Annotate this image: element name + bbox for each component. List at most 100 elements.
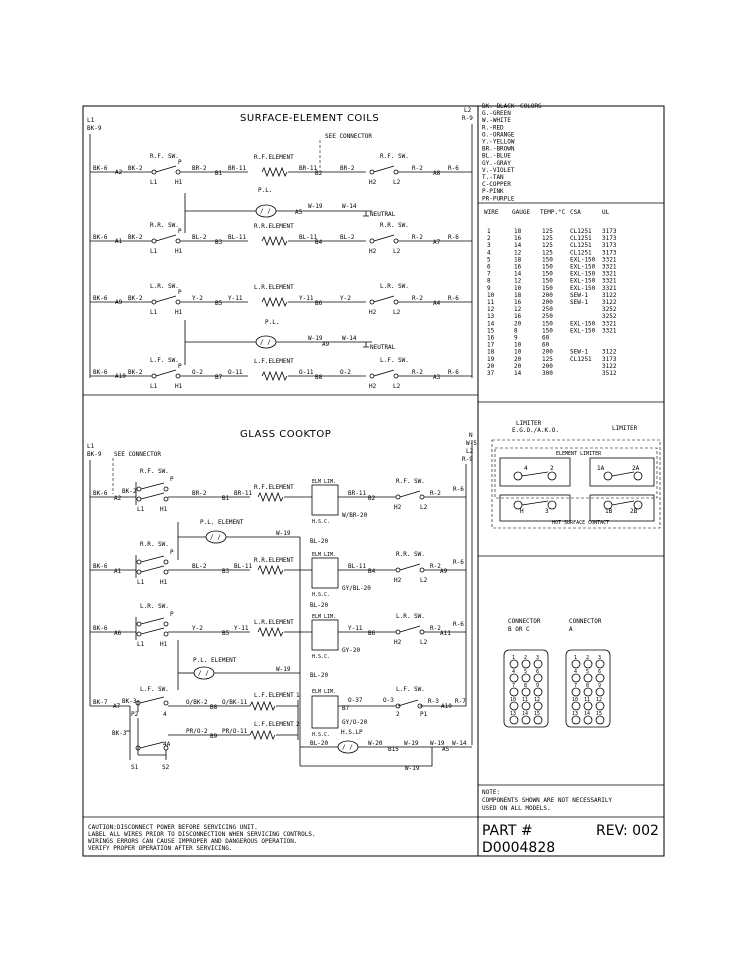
glass-pl-element-label: P.L. ELEMENT: [200, 519, 244, 526]
wire-table-cell: 11: [487, 299, 495, 306]
glass-bl20-label-1: BL-20: [310, 538, 328, 545]
glass-lf-a7: A7: [113, 703, 121, 710]
row-right-wire-out: R-6: [448, 295, 459, 302]
wire-table-cell: 150: [542, 320, 553, 327]
connector-pin-label: 9: [598, 683, 601, 689]
wire-table-cell: 16: [514, 235, 522, 242]
glass-lf-b15: B15: [388, 746, 399, 753]
connector-a-title: CONNECTOR: [569, 618, 602, 625]
wire-table-cell: 12: [514, 278, 522, 285]
glass-lf-element-2: L.F.ELEMENT: [254, 721, 294, 728]
row-h2: H2: [369, 179, 377, 186]
wire-table-cell: 13: [487, 313, 495, 320]
glass-lf-o3: O-3: [383, 697, 394, 704]
glass-row-a-term: A11: [440, 630, 451, 637]
wire-table-cell: 3321: [602, 256, 617, 263]
glass-w19-label: W-19: [276, 530, 291, 537]
glass-lf-elm-lim: ELM LIM.: [312, 689, 336, 695]
glass-lf-w14: W-14: [452, 740, 467, 747]
connector-pin: [533, 673, 543, 683]
glass-row-b-term-2: B2: [368, 495, 376, 502]
glass-row-h2: H2: [394, 504, 402, 511]
glass-see-connector: SEE CONNECTOR: [114, 451, 161, 458]
row-right-wire: BL-2: [340, 234, 355, 241]
wire-table-cell: 12: [514, 249, 522, 256]
limiter-term-3: 3: [545, 508, 549, 515]
row-left-term: A9: [115, 299, 123, 306]
row-right-wire-2: R-2: [412, 369, 423, 376]
row-p: P: [178, 159, 182, 166]
connector-pin: [583, 715, 593, 725]
glass-row-element-label: R.R.ELEMENT: [254, 557, 294, 564]
row-h2: H2: [369, 248, 377, 255]
limiter-term-2b: 2B: [630, 508, 638, 515]
glass-lf-r3: R-3: [428, 698, 439, 705]
glass-row-l1: L1: [137, 506, 145, 513]
wire-table-cell: 12: [487, 306, 495, 313]
surface-see-connector: SEE CONNECTOR: [325, 133, 372, 140]
row-wire-1: BL-11: [228, 234, 246, 241]
connector-pin-label: 12: [534, 697, 540, 703]
wire-table-header: TEMP.°C: [540, 209, 566, 216]
row-b-term: B5: [215, 300, 223, 307]
glass-row-wire-1: BL-11: [234, 563, 252, 570]
wire-table-cell: 37: [487, 370, 495, 377]
row-switch-out: Y-2: [192, 295, 203, 302]
note-label: NOTE:: [482, 789, 500, 796]
connector-pin: [571, 701, 581, 711]
row-right-wire-2: R-2: [412, 234, 423, 241]
glass-lf-s2: S2: [162, 764, 170, 771]
wire-table-cell: 5: [487, 256, 491, 263]
row-switch-label: R.F. SW.: [150, 153, 179, 160]
glass-lf-4a: 4A: [163, 741, 171, 748]
wire-table-cell: 20: [514, 356, 522, 363]
glass-r9-label: R-9: [462, 456, 473, 463]
caution-line-2: LABEL ALL WIRES PRIOR TO DISCONNECTION W…: [88, 831, 316, 838]
glass-lf-b9: B9: [210, 733, 218, 740]
row-switch-in: BK-2: [128, 369, 143, 376]
row-switch-in: BK-2: [128, 234, 143, 241]
wire-table-cell: 60: [542, 342, 550, 349]
glass-row-wire-1: Y-11: [234, 625, 249, 632]
wire-table-cell: 200: [542, 299, 553, 306]
row-right-wire-2: R-2: [412, 165, 423, 172]
glass-title: GLASS COOKTOP: [240, 429, 331, 440]
connector-pin-label: 8: [524, 683, 527, 689]
color-item: R.-RED: [482, 124, 504, 131]
limiter-title-1: LIMITER: [516, 420, 542, 427]
row-l2: L2: [393, 248, 401, 255]
glass-row-wire-2: Y-11: [348, 625, 363, 632]
note-text-1: COMPONENTS SHOWN ARE NOT NECESSARILY: [482, 797, 612, 804]
wire-table-cell: 3321: [602, 285, 617, 292]
note-text-2: USED ON ALL MODELS.: [482, 805, 551, 812]
wire-table-cell: 150: [542, 271, 553, 278]
wire-table-cell: 3321: [602, 271, 617, 278]
row-switch-label: R.R. SW.: [150, 222, 179, 229]
connector-pin: [509, 715, 519, 725]
connector-pin-label: 1: [574, 655, 577, 661]
wire-table-cell: 3122: [602, 292, 617, 299]
glass-row-wire-1: BR-11: [234, 490, 252, 497]
glass-pl-element-2: P.L. ELEMENT / / W-19: [177, 640, 300, 690]
glass-lf-left-wire: BK-7: [93, 699, 108, 706]
row-b-term: B7: [215, 374, 223, 381]
glass-lf-4: 4: [163, 711, 167, 718]
wire-table-cell: 125: [542, 235, 553, 242]
wire-table-cell: 16: [514, 313, 522, 320]
limiter-title-1b: E.G.O./A.K.O.: [512, 427, 559, 434]
part-number: D0004828: [482, 840, 555, 856]
glass-lf-w20: W-20: [368, 740, 383, 747]
surface-a5-label: A5: [295, 209, 303, 216]
wire-table-cell: EXL-150: [570, 264, 596, 271]
svg-text:/ /: / /: [198, 670, 209, 677]
